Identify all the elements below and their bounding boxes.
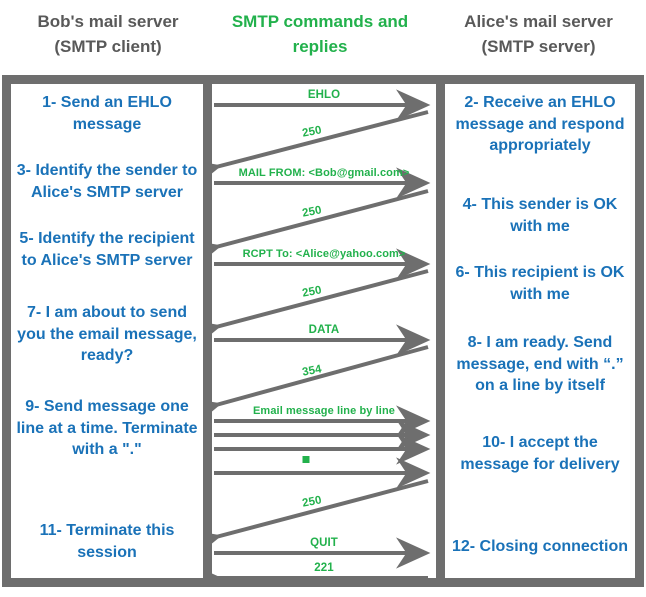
ellipsis-marker-icon bbox=[302, 456, 310, 463]
client-panel: 1- Send an EHLO message 3- Identify the … bbox=[2, 75, 212, 587]
header-server-line1: Alice's mail server bbox=[464, 12, 613, 31]
header-middle-line1: SMTP commands and bbox=[231, 12, 409, 31]
client-step-5: 5- Identify the recipient to Alice's SMT… bbox=[19, 230, 195, 269]
label-email-message: Email message line by line bbox=[253, 405, 395, 417]
arrow-354 bbox=[212, 345, 429, 428]
label-rcpt-to: RCPT To: <Alice@yahoo.com> bbox=[242, 248, 406, 260]
server-panel-inner: 2- Receive an EHLO message and respond a… bbox=[445, 84, 635, 578]
header-server-title: Alice's mail server (SMTP server) bbox=[436, 10, 641, 59]
header-middle-line2: replies bbox=[292, 36, 348, 56]
header-client-line1: Bob's mail server bbox=[37, 12, 179, 31]
label-quit: QUIT bbox=[310, 537, 338, 549]
server-step-2: 2- Receive an EHLO message and respond a… bbox=[455, 94, 625, 155]
server-step-10: 10- I accept the message for delivery bbox=[460, 434, 620, 473]
header-client-line2: (SMTP client) bbox=[54, 36, 162, 56]
arrow-250-a bbox=[212, 110, 429, 190]
client-step-11: 11- Terminate this session bbox=[39, 522, 175, 561]
label-221: 221 bbox=[314, 562, 334, 574]
server-step-6: 6- This recipient is OK with me bbox=[455, 264, 625, 303]
arrow-250-d bbox=[212, 479, 429, 560]
label-data: DATA bbox=[308, 324, 340, 336]
message-arrows-svg bbox=[212, 89, 431, 587]
header-client-title: Bob's mail server (SMTP client) bbox=[8, 10, 208, 59]
message-arrow-layer: EHLO 250 MAIL FROM: <Bob@gmail.com> 250 … bbox=[212, 75, 436, 587]
label-mail-from: MAIL FROM: <Bob@gmail.com> bbox=[238, 167, 410, 179]
client-panel-inner: 1- Send an EHLO message 3- Identify the … bbox=[11, 84, 203, 578]
client-step-9: 9- Send message one line at a time. Term… bbox=[16, 398, 198, 459]
label-ehlo: EHLO bbox=[307, 89, 341, 101]
client-step-7: 7- I am about to send you the email mess… bbox=[17, 304, 197, 365]
arrow-250-b bbox=[212, 189, 429, 270]
arrow-250-c bbox=[212, 269, 429, 350]
header-middle-title: SMTP commands and replies bbox=[215, 10, 425, 59]
server-panel: 2- Receive an EHLO message and respond a… bbox=[436, 75, 644, 587]
server-step-12: 12- Closing connection bbox=[451, 538, 628, 555]
client-step-3: 3- Identify the sender to Alice's SMTP s… bbox=[16, 162, 198, 201]
header-server-line2: (SMTP server) bbox=[481, 36, 596, 56]
diagram-header: Bob's mail server (SMTP client) SMTP com… bbox=[0, 0, 646, 75]
client-step-1: 1- Send an EHLO message bbox=[42, 94, 172, 133]
server-step-8: 8- I am ready. Send message, end with “.… bbox=[456, 334, 624, 395]
server-step-4: 4- This sender is OK with me bbox=[462, 196, 618, 235]
